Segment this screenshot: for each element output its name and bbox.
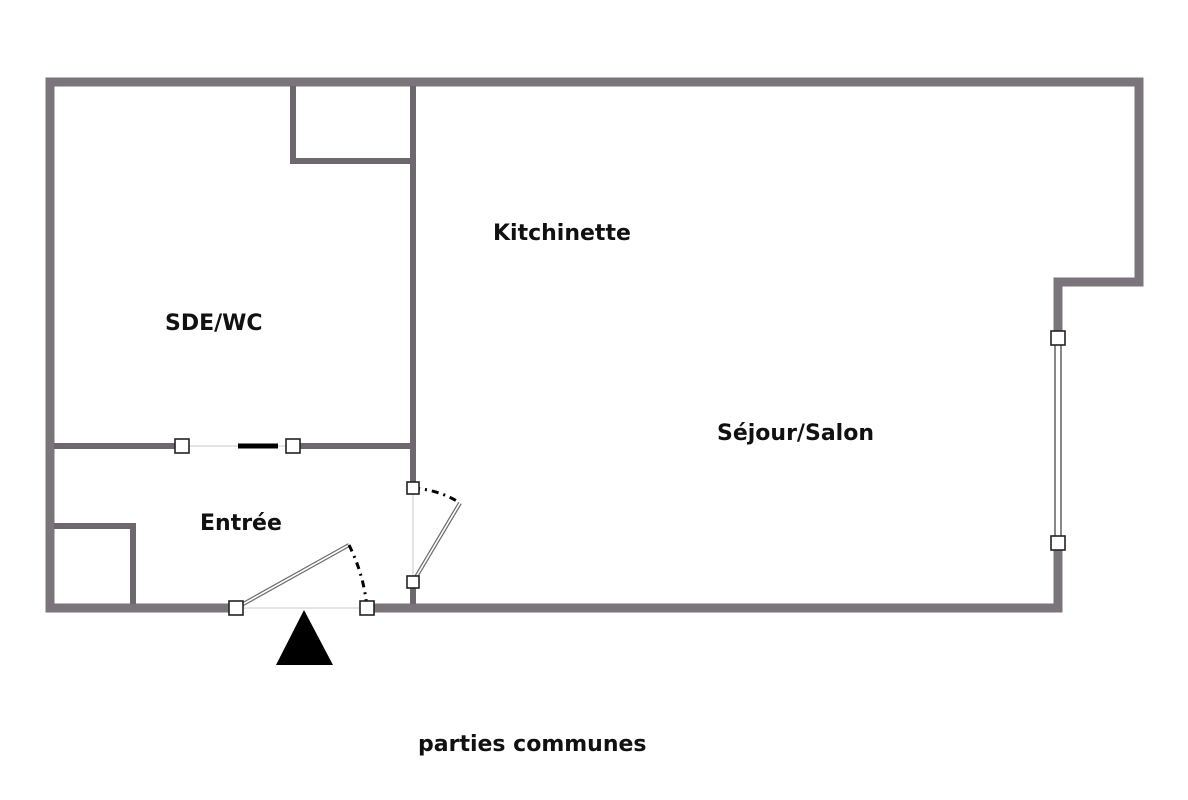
entrance-jamb-left: [228, 600, 244, 616]
entrance-jamb-right: [359, 600, 375, 616]
label-parties-communes: parties communes: [418, 732, 647, 757]
room-label-sejour-salon: Séjour/Salon: [717, 421, 874, 446]
room-label-kitchinette: Kitchinette: [493, 221, 631, 246]
door-living-room: [406, 481, 462, 589]
sliding-door-bathroom: [174, 438, 301, 454]
interior-walls: [54, 86, 416, 604]
door-jamb-left: [174, 438, 190, 454]
door-jamb-top: [406, 481, 420, 495]
window-frame-top: [1050, 330, 1066, 346]
room-label-entree: Entrée: [200, 511, 282, 536]
room-label-sde-wc: SDE/WC: [165, 311, 263, 336]
door-jamb-bottom: [406, 575, 420, 589]
window-frame-bottom: [1050, 535, 1066, 551]
main-entrance-door: [228, 543, 375, 616]
window-right: [1050, 330, 1066, 551]
door-jamb-right: [285, 438, 301, 454]
entrance-arrow-icon: [276, 610, 333, 665]
